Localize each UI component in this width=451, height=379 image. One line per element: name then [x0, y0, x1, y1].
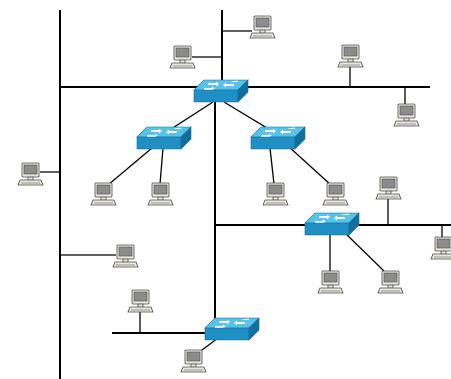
network-switch-icon — [136, 126, 192, 150]
network-switch-icon — [250, 126, 306, 150]
network-switch-icon — [204, 317, 260, 341]
workstation-icon — [90, 182, 117, 206]
workstation-icon — [112, 244, 139, 268]
link-line — [269, 147, 275, 185]
network-switch-icon — [304, 212, 360, 236]
workstation-icon — [17, 162, 44, 186]
link-line — [167, 101, 214, 132]
workstation-icon — [180, 349, 207, 373]
switches — [136, 79, 360, 341]
workstation-icon — [337, 44, 364, 68]
link-line — [159, 147, 164, 185]
link-line — [287, 145, 332, 186]
workstation-icon — [169, 45, 196, 69]
workstation-icon — [147, 182, 174, 206]
workstation-icon — [375, 176, 402, 200]
workstation-icon — [249, 15, 276, 39]
workstation-icon — [317, 270, 344, 294]
workstation-icon — [127, 289, 154, 313]
workstation-icon — [377, 270, 404, 294]
workstation-icon — [262, 182, 289, 206]
workstation-icon — [430, 236, 451, 260]
network-switch-icon — [193, 79, 249, 103]
link-line — [107, 147, 153, 186]
workstation-icon — [393, 103, 420, 127]
link-lines — [40, 30, 443, 354]
link-line — [223, 101, 273, 132]
link-line — [343, 231, 386, 273]
workstation-icon — [322, 182, 349, 206]
